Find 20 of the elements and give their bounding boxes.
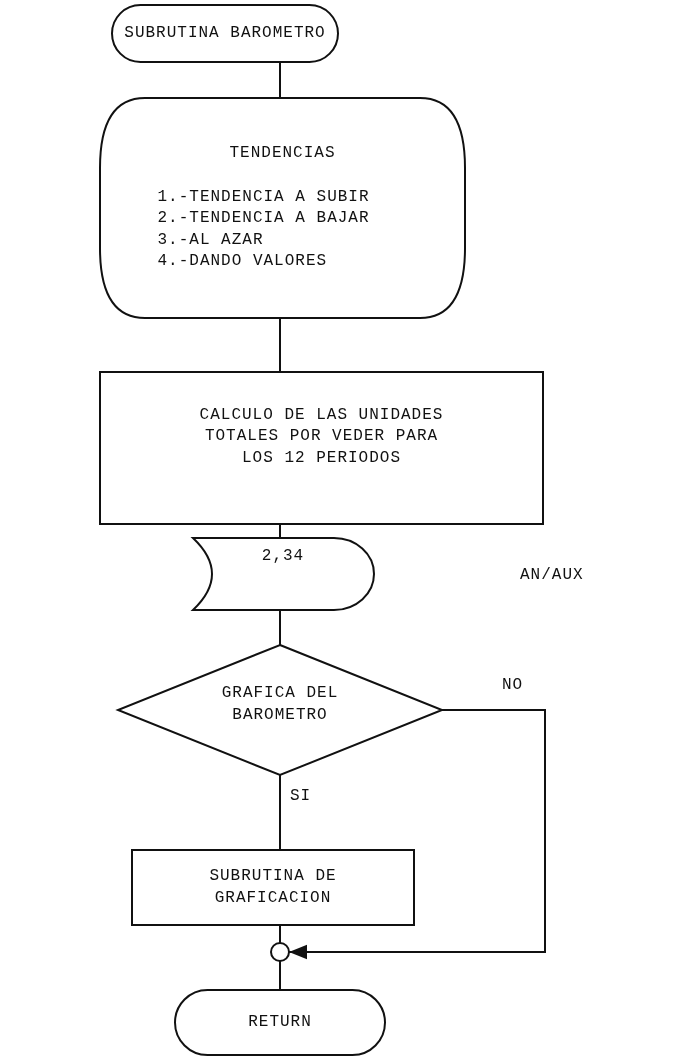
connector-line xyxy=(279,774,281,851)
connector-line xyxy=(279,317,281,373)
connector-line xyxy=(279,960,281,991)
node-text: RETURN xyxy=(247,1011,313,1033)
list-item: 2.-TENDENCIA A BAJAR xyxy=(157,208,371,230)
node-text: SUBRUTINA BAROMETRO xyxy=(123,22,327,44)
arrow xyxy=(288,709,546,960)
node-text: GRAFICA DEL BAROMETRO xyxy=(220,683,340,726)
connector-line xyxy=(279,61,281,99)
heading-text: TENDENCIAS xyxy=(228,143,337,164)
list-item: 1.-TENDENCIA A SUBIR xyxy=(157,186,371,208)
connector-line xyxy=(279,924,281,944)
connector-line xyxy=(279,609,281,646)
node-text: CALCULO DE LAS UNIDADES TOTALES POR VEDER PARA LOS 12 PERIODOS xyxy=(198,404,445,469)
node-text: 2,34 xyxy=(260,546,306,567)
list-item: 4.-DANDO VALORES xyxy=(157,251,329,273)
node-text: SUBRUTINA DE GRAFICACION xyxy=(208,865,338,909)
list-item: 3.-AL AZAR xyxy=(157,229,265,251)
annotation-text: AN/AUX xyxy=(520,566,584,584)
connector-line xyxy=(279,523,281,539)
